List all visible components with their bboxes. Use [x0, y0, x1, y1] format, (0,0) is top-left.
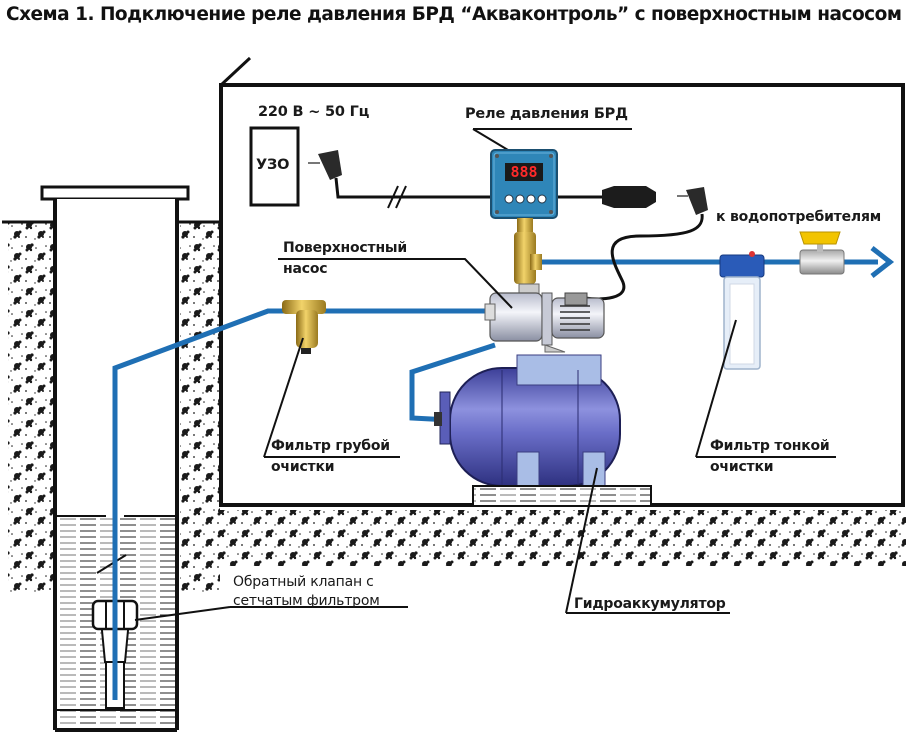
pump-label-line1: Поверхностный — [283, 240, 407, 256]
fine-filter-label-line1: Фильтр тонкой — [710, 438, 830, 454]
fine-filter-label-line2: очистки — [710, 459, 774, 475]
relay-display-value: 888 — [510, 163, 537, 181]
coarse-filter-label-line1: Фильтр грубой — [271, 438, 390, 454]
power-wiring — [249, 126, 708, 301]
relay-label: Реле давления БРД — [465, 106, 628, 122]
voltage-label: 220 В ~ 50 Гц — [258, 104, 370, 120]
suction-pipe — [112, 308, 490, 700]
consumers-label: к водопотребителям — [716, 209, 881, 225]
leader-lines — [134, 258, 836, 621]
page-title: Схема 1. Подключение реле давления БРД “… — [6, 4, 902, 25]
pump-label-line2: насос — [283, 261, 328, 277]
plug-icon — [318, 150, 342, 180]
plug-icon-2 — [686, 187, 708, 215]
coarse-filter — [282, 300, 326, 354]
soil-under-house — [220, 510, 906, 566]
coarse-filter-label-line2: очистки — [271, 459, 335, 475]
well-cap — [40, 185, 190, 201]
surface-pump — [484, 283, 605, 353]
pressure-relay — [472, 128, 632, 284]
flow-arrow-icon — [870, 246, 895, 278]
pump-power-cable — [584, 213, 704, 301]
check-valve-label-line2: сетчатым фильтром — [233, 593, 380, 609]
soil-between — [180, 222, 220, 592]
rcd-label: УЗО — [256, 157, 290, 173]
socket-icon — [602, 186, 656, 208]
tank-connection-pipe — [409, 342, 496, 423]
check-valve-label-line1: Обратный клапан с — [233, 574, 374, 590]
ball-valve — [799, 231, 845, 275]
accumulator-label: Гидроаккумулятор — [574, 596, 726, 612]
tank-base — [472, 485, 652, 507]
rcd-box — [249, 126, 300, 207]
hydro-accumulator — [434, 354, 652, 507]
soil-left — [8, 222, 53, 592]
pipe-break-mark — [96, 554, 127, 574]
fine-filter — [719, 251, 765, 370]
